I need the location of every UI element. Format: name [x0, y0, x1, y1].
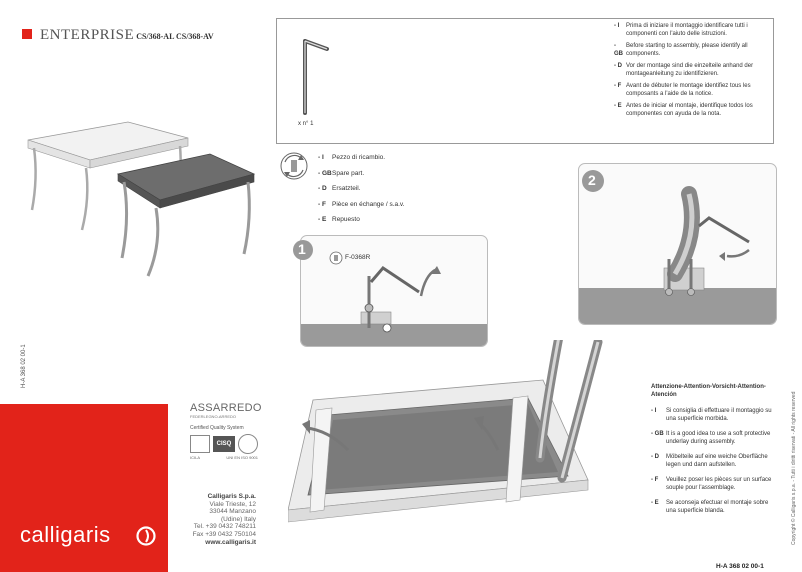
assarredo-logo: ASSARREDO: [190, 402, 262, 414]
brand-red-block: [0, 404, 168, 572]
attention-notes: Attenzione-Attention-Vorsicht-Attention-…: [651, 384, 779, 523]
quantity-label: x n° 1: [298, 121, 314, 127]
company-fax: Fax +39 0432 750104: [192, 530, 256, 538]
federlegno-label: FEDERLEGNO-ARREDO: [190, 414, 237, 419]
step-2-badge: [582, 170, 604, 192]
company-name: Calligaris S.p.a.: [207, 493, 256, 500]
product-name: ENTERPRISE: [40, 27, 135, 43]
allen-key-icon: [303, 39, 329, 115]
company-address: Calligaris S.p.a. Viale Trieste, 12 3304…: [186, 493, 256, 546]
company-region: (Udine) Italy: [220, 515, 256, 523]
spare-part-icon: [280, 152, 308, 180]
company-tel: Tel. +39 0432 748211: [193, 523, 256, 531]
step-1-badge: [293, 240, 313, 260]
spare-part-small-icon: [329, 251, 343, 265]
icila-label: ICILA: [190, 455, 201, 460]
step-2-panel: [578, 163, 777, 325]
document-title: ENTERPRISE CS/368-AL CS/368-AV: [22, 27, 214, 44]
iso-seal: [238, 434, 258, 454]
product-tables-illustration: [27, 121, 256, 277]
company-city: 33044 Manzano: [209, 508, 256, 516]
step-2-number: 2: [588, 172, 596, 188]
icila-logo: [190, 435, 210, 453]
brand-logo-icon: [136, 526, 156, 546]
step-1-part-code: F-0368R: [345, 254, 371, 261]
company-street: Viale Trieste, 12: [209, 500, 257, 508]
iso-label: UNI EN ISO 9001: [226, 455, 258, 460]
product-codes: CS/368-AL CS/368-AV: [136, 32, 214, 41]
cert-logos: CISQ: [190, 434, 260, 454]
main-assembly-drawing: [288, 340, 603, 523]
quality-system-label: Certified Quality System: [190, 425, 244, 431]
cisq-logo: CISQ: [213, 436, 235, 452]
title-red-square: [22, 29, 32, 39]
step-2-drawing: [579, 186, 776, 324]
company-website[interactable]: www.calligaris.it: [205, 538, 256, 546]
cert-captions: ICILA UNI EN ISO 9001: [190, 455, 258, 460]
attention-title: Attenzione-Attention-Vorsicht-Attention-…: [651, 384, 766, 398]
certifications: ASSARREDO FEDERLEGNO-ARREDO Certified Qu…: [190, 402, 262, 460]
copyright-notice: Copyright © Calligaris s.p.a. - Tutti i …: [791, 391, 797, 545]
step-1-number: 1: [298, 241, 306, 257]
brand-logo-text: calligaris: [20, 522, 111, 547]
step-1-drawing: [301, 266, 487, 346]
side-document-code: H-A 368 02 00-1: [21, 344, 27, 388]
footer-document-code: H-A 368 02 00-1: [716, 563, 764, 570]
